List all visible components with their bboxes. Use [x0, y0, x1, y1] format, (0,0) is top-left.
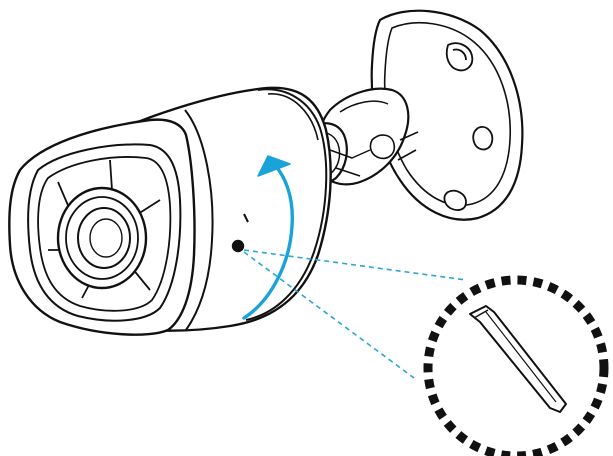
camera-seam: [184, 109, 214, 331]
mount-bracket: [302, 9, 524, 221]
mount-screw-slots: [443, 42, 494, 211]
arrow-head: [257, 155, 291, 177]
hex-key-icon: [469, 305, 567, 413]
camera-body: [8, 86, 332, 336]
rotation-arrow: [242, 155, 294, 320]
callout-circle: [423, 275, 609, 456]
mount-base-rim: [383, 22, 511, 207]
guide-lines: [243, 249, 467, 379]
camera-rear-cap: [245, 88, 328, 321]
set-screw: [231, 213, 249, 253]
